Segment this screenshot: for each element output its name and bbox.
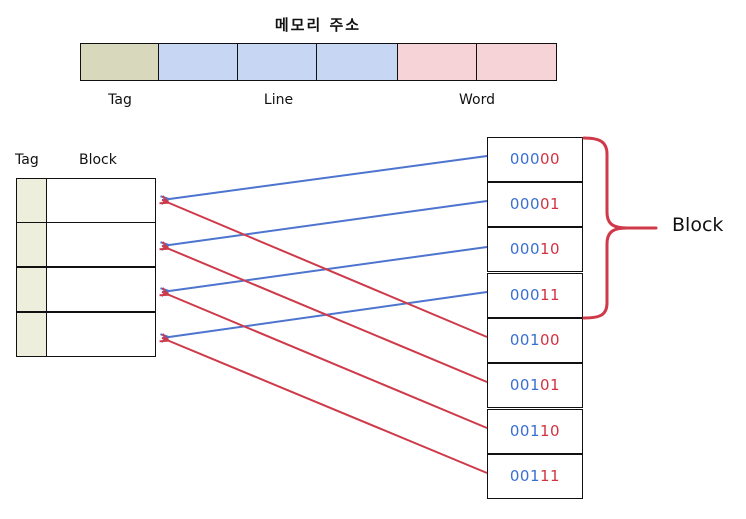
cache-tag-header: Tag xyxy=(15,152,39,168)
cache-line-2 xyxy=(16,267,156,312)
memory-cell-6: 00110 xyxy=(487,409,583,454)
memory-cell-1: 00001 xyxy=(487,182,583,227)
memory-cell-7: 00111 xyxy=(487,454,583,499)
arrow-cell-0 xyxy=(162,155,488,200)
word-label: Word xyxy=(459,92,495,108)
arrow-cell-1 xyxy=(162,200,488,246)
memory-cell-0: 00000 xyxy=(487,137,583,182)
cache-line-0 xyxy=(16,178,156,223)
cache-line-1 xyxy=(16,222,156,267)
arrow-cell-6 xyxy=(162,292,488,429)
brace-block-label: Block xyxy=(672,214,724,236)
cache-tag-cell xyxy=(17,313,47,356)
cache-tag-cell xyxy=(17,268,47,311)
arrow-cell-5 xyxy=(162,246,488,383)
memory-cell-5: 00101 xyxy=(487,363,583,408)
arrow-cell-7 xyxy=(162,338,488,474)
cache-line-3 xyxy=(16,312,156,357)
cache-tag-cell xyxy=(17,223,47,266)
cache-block-header: Block xyxy=(79,152,117,168)
memory-cell-3: 00011 xyxy=(487,273,583,318)
block-brace xyxy=(582,136,628,320)
memory-cell-4: 00100 xyxy=(487,318,583,363)
memory-cell-2: 00010 xyxy=(487,227,583,272)
address-word-segment-2 xyxy=(476,43,557,81)
memory-address-title: 메모리 주소 xyxy=(274,16,362,34)
line-label: Line xyxy=(263,92,294,108)
cache-tag-cell xyxy=(17,179,47,222)
tag-label: Tag xyxy=(108,92,132,108)
address-line-segment-1 xyxy=(158,43,239,81)
arrow-cell-4 xyxy=(162,200,488,338)
address-word-segment-1 xyxy=(397,43,478,81)
